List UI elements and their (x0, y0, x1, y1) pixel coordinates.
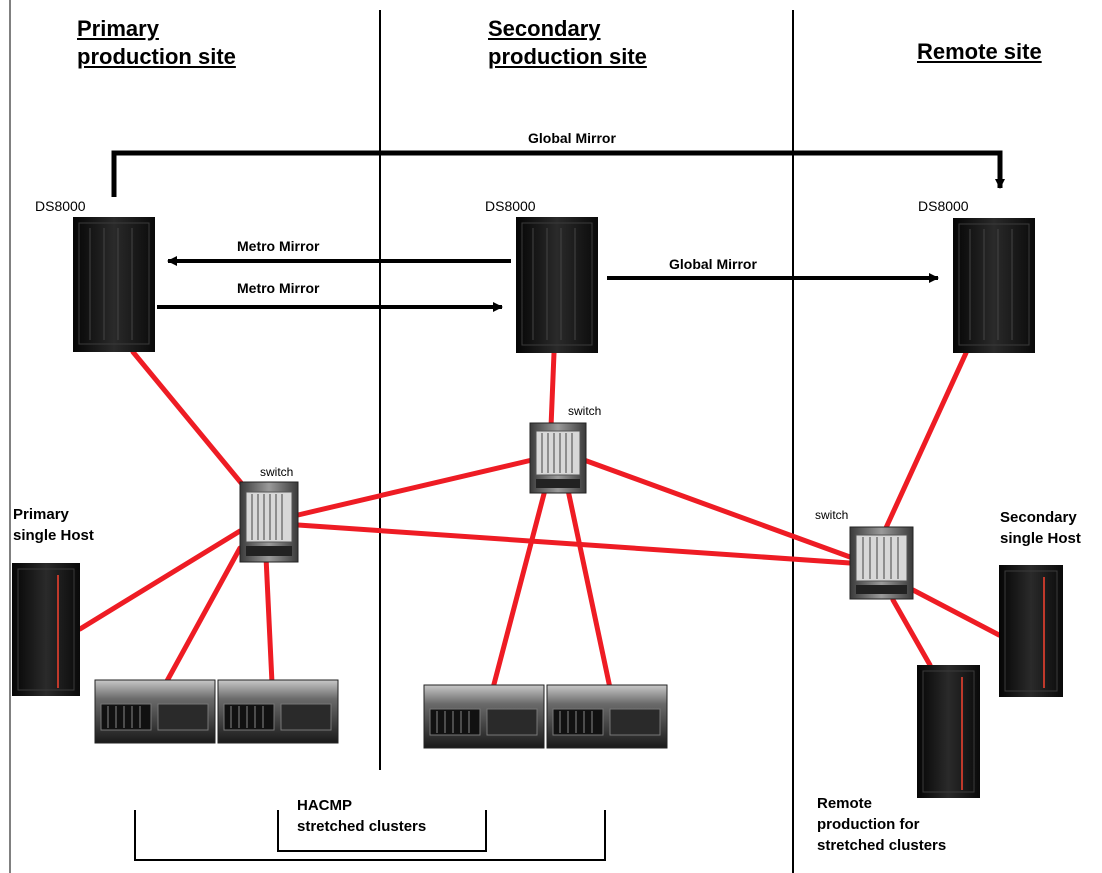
label-line: stretched clusters (817, 837, 947, 854)
label-line: production for (817, 816, 920, 833)
link-ds1-switch1 (130, 349, 245, 487)
link-switch1-host1 (77, 528, 243, 632)
ds8000-label-secondary: DS8000 (485, 198, 536, 214)
link-ds3-switch3 (882, 350, 969, 533)
link-switch1-switch2 (295, 457, 535, 518)
switch-label-remote: switch (815, 508, 849, 522)
link-switch1-server2 (263, 554, 275, 686)
ds8000-label-remote: DS8000 (918, 198, 969, 214)
label-line: Remote (817, 795, 873, 812)
link-ds2-switch2 (548, 350, 557, 430)
site-title-line: Primary (77, 16, 159, 41)
ds8000-icon (953, 218, 1035, 353)
global-mirror-mid-label: Global Mirror (669, 256, 757, 272)
server-icon (423, 684, 545, 749)
global-mirror-top-arrow (111, 150, 1005, 197)
primary-site-title: Primary production site (77, 15, 236, 71)
label-line: single Host (13, 527, 94, 544)
link-switch2-server3 (490, 487, 548, 691)
link-switch3-remote-host (890, 597, 933, 668)
server-icon (94, 679, 216, 744)
ds8000-icon (516, 217, 598, 353)
remote-production-label: Remote production for stretched clusters (817, 793, 946, 856)
server-icon (546, 684, 668, 749)
label-line: single Host (1000, 530, 1081, 547)
metro-mirror-label-1: Metro Mirror (237, 238, 320, 254)
primary-single-host-label: Primary single Host (13, 504, 94, 546)
link-switch2-server4 (565, 487, 613, 691)
metro-mirror-label-2: Metro Mirror (237, 280, 320, 296)
cluster-bracket-inner (277, 810, 487, 852)
link-switch1-server1 (164, 545, 243, 684)
remote-host-icon (917, 665, 980, 798)
switch-icon (529, 422, 587, 494)
secondary-single-host-label: Secondary single Host (1000, 507, 1081, 549)
site-title-line: production site (488, 44, 647, 69)
label-line: Primary (13, 506, 69, 523)
link-switch2-switch3 (581, 457, 853, 560)
switch-label-secondary: switch (568, 404, 602, 418)
switch-label-primary: switch (260, 465, 294, 479)
secondary-host-icon (999, 565, 1063, 697)
secondary-site-title: Secondary production site (488, 15, 647, 71)
link-switch3-host2 (910, 587, 1002, 638)
link-switch1-switch3 (295, 522, 853, 566)
site-title-line: production site (77, 44, 236, 69)
global-mirror-top-label: Global Mirror (528, 130, 616, 146)
switch-icon (239, 481, 299, 563)
hacmp-cluster-label: HACMP stretched clusters (297, 795, 426, 837)
server-icon (217, 679, 339, 744)
label-line: HACMP (297, 797, 352, 814)
site-title-line: Secondary (488, 16, 601, 41)
ds8000-icon (73, 217, 155, 352)
ds8000-label-primary: DS8000 (35, 198, 86, 214)
primary-host-icon (12, 563, 80, 696)
label-line: Secondary (1000, 509, 1077, 526)
switch-icon (849, 526, 914, 600)
remote-site-title: Remote site (917, 39, 1042, 64)
cluster-bracket-outer (134, 810, 606, 861)
label-line: stretched clusters (297, 818, 427, 835)
